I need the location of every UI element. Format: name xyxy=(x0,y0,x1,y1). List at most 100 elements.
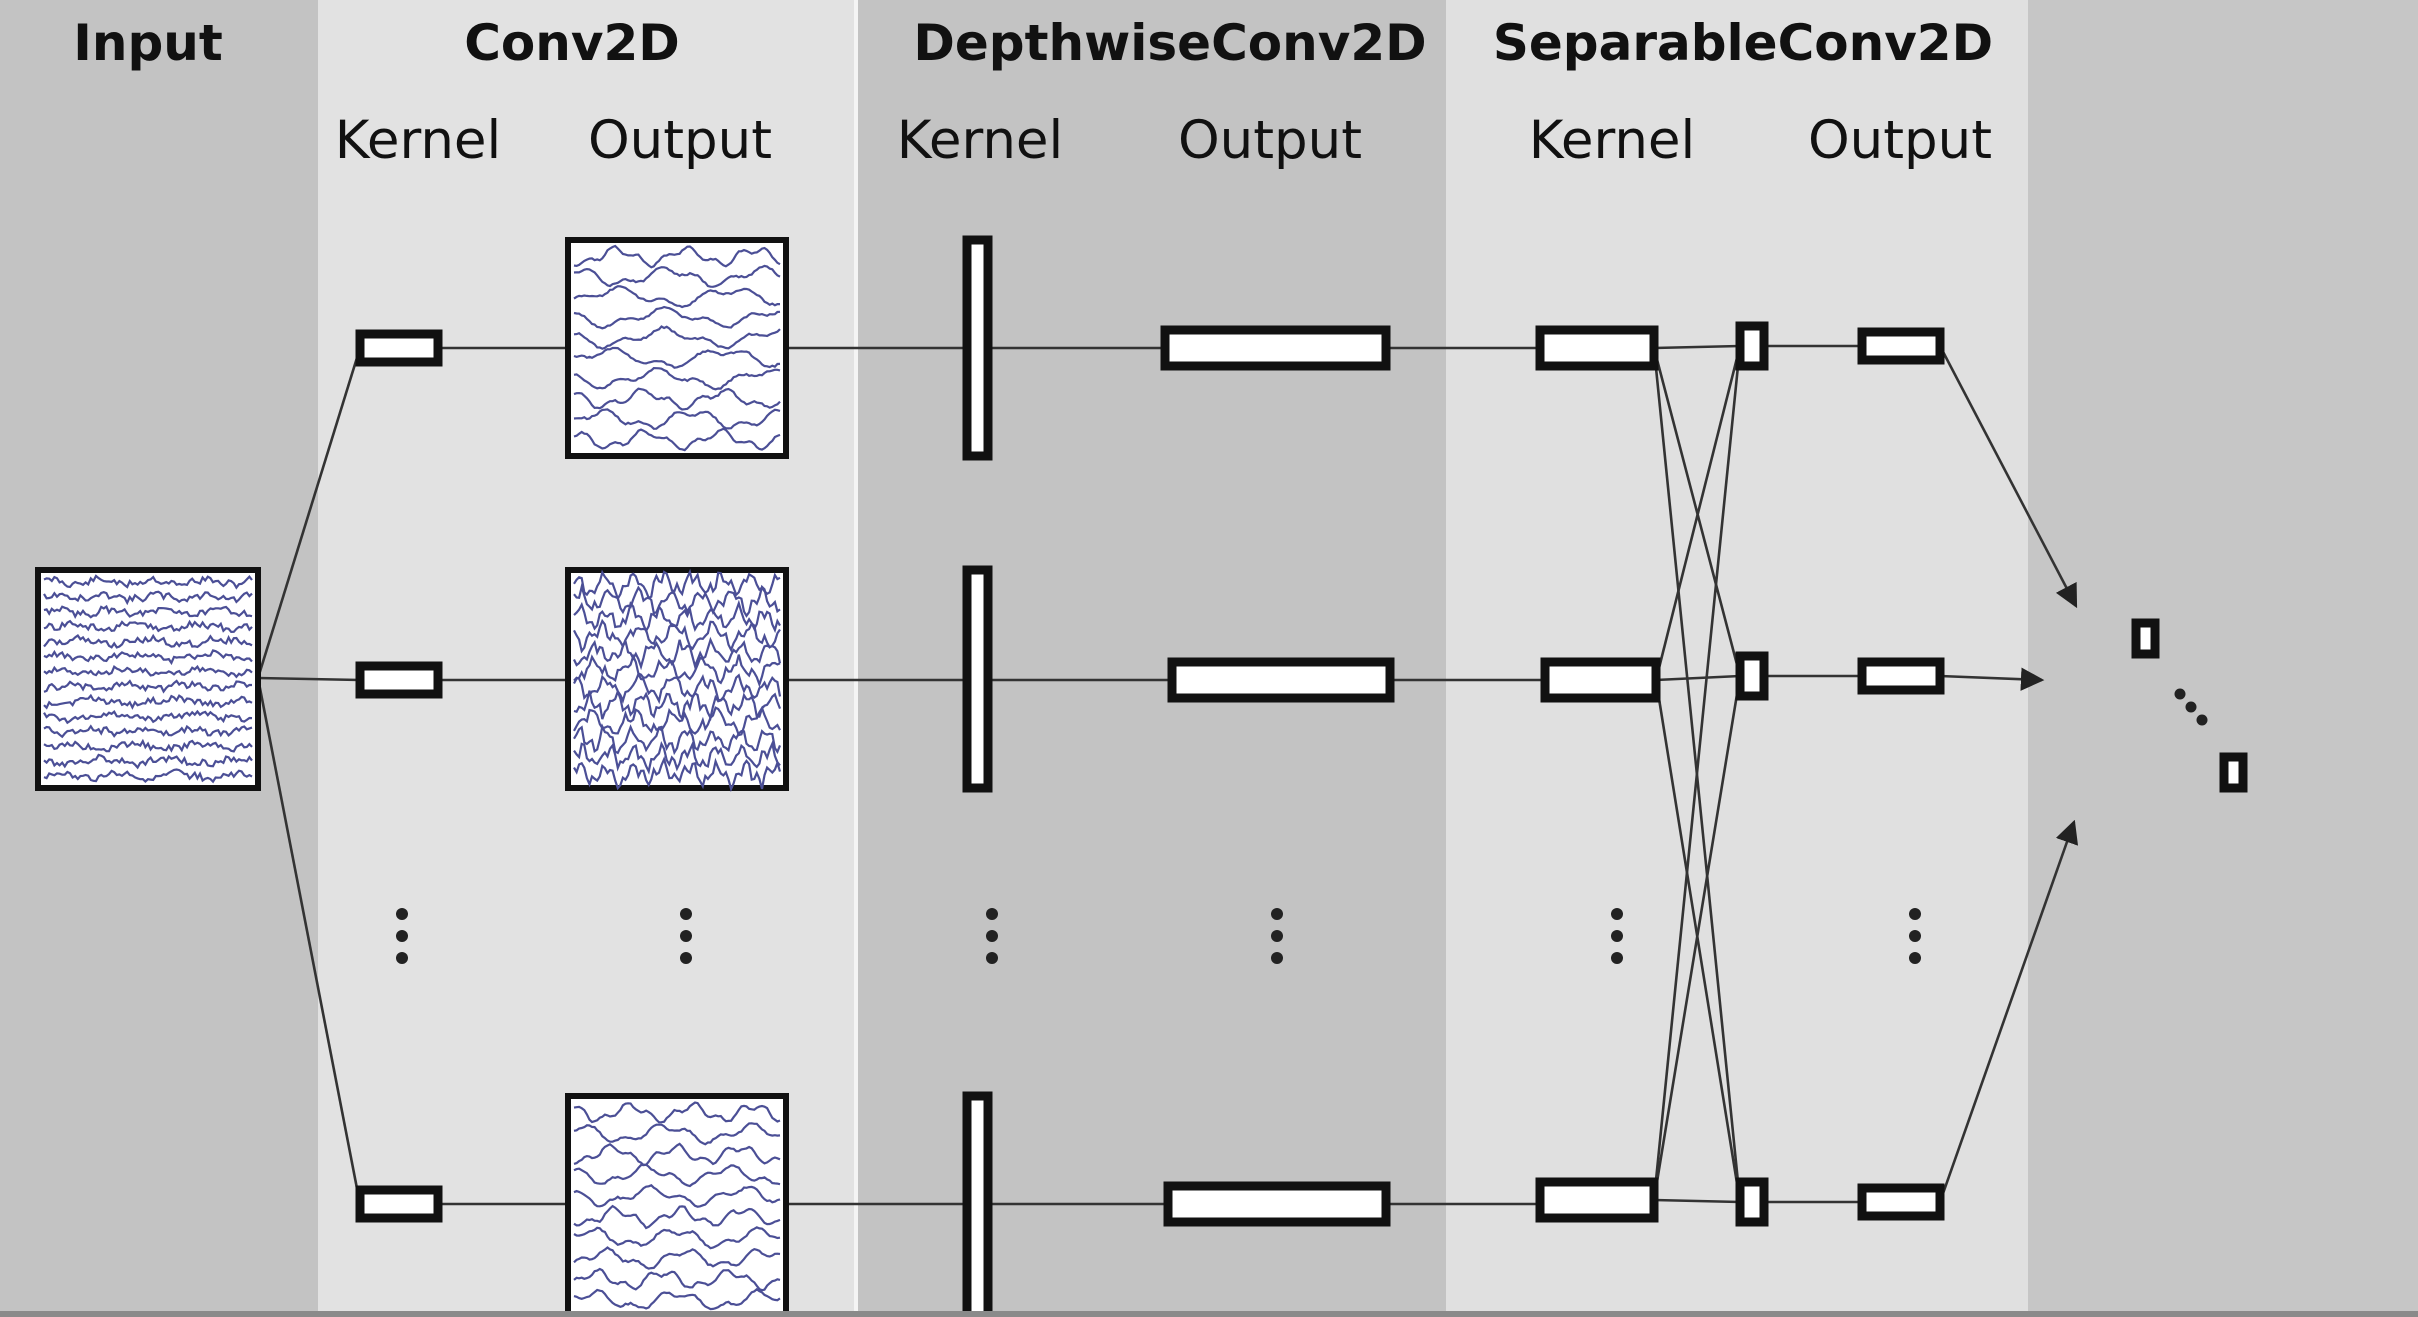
header-conv2d: Conv2D xyxy=(464,14,680,72)
depthwise-output-1 xyxy=(1160,325,1391,371)
depthwise-kernel-1 xyxy=(962,235,993,461)
arrow-icon xyxy=(1939,667,2045,691)
waveform-trace xyxy=(573,582,781,618)
waveform-trace xyxy=(573,705,781,737)
final-arrows xyxy=(1938,345,2079,1203)
band-final xyxy=(2028,0,2418,1317)
waveform-trace xyxy=(573,1163,781,1188)
waveform-trace xyxy=(573,366,781,391)
waveform-trace xyxy=(573,1204,781,1230)
waveform-trace xyxy=(43,649,253,666)
subheader-conv2d-output: Output xyxy=(588,110,772,171)
waveform-trace xyxy=(573,264,781,288)
waveform-trace xyxy=(573,1226,781,1250)
waveform-trace xyxy=(43,679,252,694)
waveform-trace xyxy=(573,599,781,634)
waveform-trace xyxy=(573,636,782,671)
vertical-ellipsis-icon xyxy=(1909,908,1921,964)
waveform-trace xyxy=(573,244,781,269)
vertical-ellipsis-icon xyxy=(986,908,998,964)
waveform-trace xyxy=(573,568,781,602)
eeg-waveform-icon xyxy=(573,568,782,793)
header-input: Input xyxy=(73,14,223,72)
vertical-ellipsis-icon xyxy=(396,908,408,964)
waveform-trace xyxy=(43,753,253,770)
conv2d-kernel-2 xyxy=(355,661,443,699)
depthwise-output-n xyxy=(1163,1181,1391,1227)
separable-kernel-2 xyxy=(1540,657,1661,703)
waveform-trace xyxy=(573,408,781,430)
waveform-trace xyxy=(573,671,782,705)
waveform-trace xyxy=(43,738,253,753)
waveform-trace xyxy=(43,633,253,649)
waveform-trace xyxy=(573,688,782,722)
separable-output-n xyxy=(1857,1183,1945,1221)
subheader-depthwise-output: Output xyxy=(1178,110,1362,171)
arrow-icon xyxy=(1938,345,2078,609)
separable-output-1 xyxy=(1857,327,1945,365)
waveform-trace xyxy=(573,723,782,756)
conv2d-output-n xyxy=(565,1093,789,1317)
vertical-ellipsis-icon xyxy=(680,908,692,964)
waveform-trace xyxy=(43,604,253,620)
header-depthwiseconv2d: DepthwiseConv2D xyxy=(913,14,1426,72)
vertical-ellipsis-icon xyxy=(1271,908,1283,964)
band-divider xyxy=(854,0,858,1317)
waveform-trace xyxy=(43,664,253,679)
waveform-trace xyxy=(43,693,253,710)
waveform-trace xyxy=(43,724,253,739)
waveform-trace xyxy=(43,768,253,784)
waveform-trace xyxy=(573,285,780,309)
waveform-trace xyxy=(43,590,253,606)
waveform-trace xyxy=(573,1184,781,1208)
waveform-trace xyxy=(573,1287,781,1311)
waveform-trace xyxy=(573,1142,781,1167)
depthwise-output-2 xyxy=(1167,657,1395,703)
separable-kernel-n xyxy=(1535,1177,1659,1223)
waveform-trace xyxy=(573,1267,781,1292)
final-unit-n xyxy=(2219,752,2248,793)
separable-output-2 xyxy=(1857,657,1945,695)
pointwise-kernel-1 xyxy=(1735,321,1769,371)
waveform-trace xyxy=(573,740,781,775)
waveform-trace xyxy=(573,618,781,654)
depthwise-kernel-2 xyxy=(962,565,993,793)
waveform-trace xyxy=(573,325,781,350)
waveform-trace xyxy=(573,1122,781,1146)
conv2d-output-2 xyxy=(565,567,789,793)
waveform-trace xyxy=(43,709,253,725)
final-unit-1 xyxy=(2131,618,2160,659)
depthwise-kernel-n xyxy=(962,1091,993,1317)
pointwise-kernel-n xyxy=(1735,1177,1769,1227)
eeg-waveform-icon xyxy=(43,574,253,784)
subheader-depthwise-kernel: Kernel xyxy=(897,110,1064,171)
subheader-separable-kernel: Kernel xyxy=(1529,110,1696,171)
eeg-waveform-icon xyxy=(573,244,781,452)
eeg-waveform-icon xyxy=(573,1101,781,1311)
waveform-trace xyxy=(573,1246,781,1270)
waveform-trace xyxy=(43,574,253,590)
waveform-trace xyxy=(573,427,781,452)
pointwise-kernel-2 xyxy=(1735,651,1769,701)
conv2d-kernel-1 xyxy=(355,329,443,367)
header-separableconv2d: SeparableConv2D xyxy=(1493,14,1993,72)
subheader-separable-output: Output xyxy=(1808,110,1992,171)
separable-kernel-1 xyxy=(1535,325,1659,371)
waveform-trace xyxy=(573,387,781,411)
waveform-trace xyxy=(573,305,781,330)
input-signal xyxy=(35,567,261,791)
final-ellipsis-icon xyxy=(2174,688,2208,726)
subheader-conv2d-kernel: Kernel xyxy=(335,110,502,171)
waveform-trace xyxy=(573,755,782,793)
conv2d-kernel-n xyxy=(355,1185,443,1223)
bottom-border xyxy=(0,1311,2418,1317)
conv2d-output-1 xyxy=(565,237,789,459)
arrow-icon xyxy=(1938,819,2079,1203)
vertical-ellipsis-icon xyxy=(1611,908,1623,964)
waveform-trace xyxy=(573,346,781,369)
waveform-trace xyxy=(573,1101,781,1124)
waveform-trace xyxy=(43,619,253,634)
connection-lines xyxy=(256,344,1862,1206)
